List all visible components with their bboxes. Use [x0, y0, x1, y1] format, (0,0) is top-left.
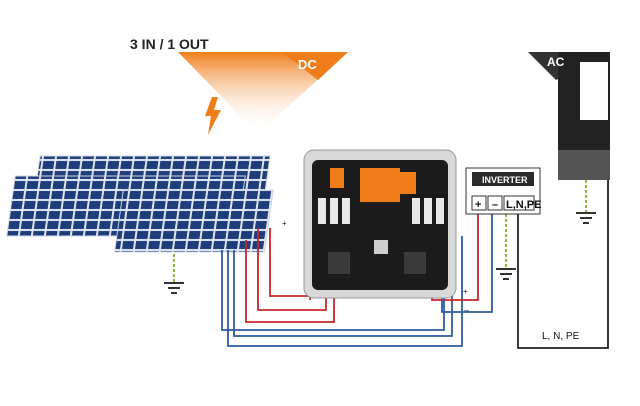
lightning-icon [205, 97, 221, 135]
inverter-terminal-plus: + [475, 199, 482, 211]
ground-icon-panels [164, 254, 184, 294]
inverter-terminal-minus: – [492, 199, 499, 211]
diagram-title: 3 IN / 1 OUT [130, 36, 209, 52]
ac-wiring [517, 180, 609, 349]
inverter-label: INVERTER [482, 175, 528, 185]
dc-label: DC [298, 57, 317, 72]
dc-triangle [178, 52, 348, 134]
ac-cable-label: L, N, PE [542, 331, 580, 342]
polarity-plus-label-inverter: + [463, 287, 468, 296]
ac-label: AC [547, 55, 565, 69]
dc-triangle-tip [282, 52, 348, 80]
polarity-plus-label: + [282, 219, 287, 228]
inverter-terminal-lnpe: L,N,PE [506, 199, 542, 211]
inverter-box [465, 167, 541, 215]
combiner-box [303, 149, 457, 299]
solar-panel-array [6, 155, 274, 253]
ground-icon-inverter [496, 214, 516, 280]
polarity-minus-label-inverter: – [464, 305, 470, 315]
ground-icon-ac [576, 180, 596, 224]
